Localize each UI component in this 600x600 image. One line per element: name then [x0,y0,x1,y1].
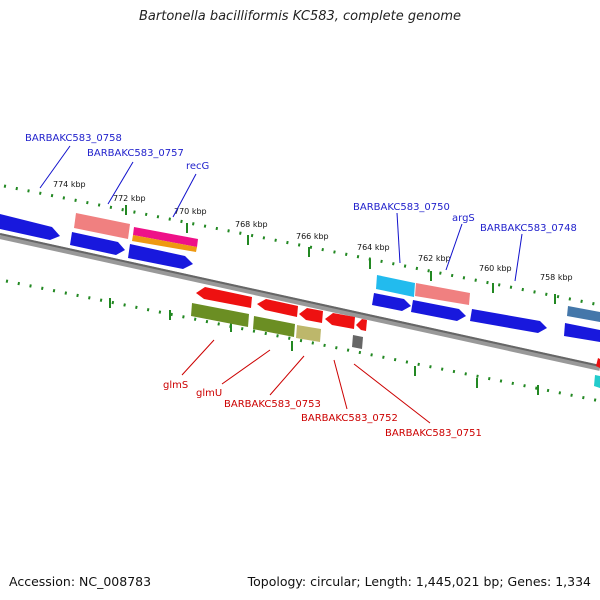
gene-label[interactable]: recG [186,161,209,172]
gene-feature[interactable] [564,323,600,342]
accession-text: Accession: NC_008783 [9,574,152,589]
lower-tick-track [5,279,600,403]
map-title: Bartonella bacilliformis KC583, complete… [139,9,461,24]
gene-feature[interactable] [196,287,252,308]
gene-feature[interactable] [356,319,367,331]
gene-label[interactable]: glmS [163,380,188,391]
kbp-label: 772 kbp [113,194,146,203]
gene-feature[interactable] [296,325,321,342]
gene-feature[interactable] [376,275,415,297]
gene-feature[interactable] [191,303,249,327]
gene-label[interactable]: BARBAKC583_0750 [353,202,450,213]
gene-feature[interactable] [567,306,600,322]
gene-label[interactable]: BARBAKC583_0757 [87,148,184,159]
kbp-label: 770 kbp [174,207,207,216]
genome-backbone [0,233,600,371]
bottom-gene-labels: glmS glmU BARBAKC583_0753 BARBAKC583_075… [163,380,482,439]
reverse-genes [191,287,600,388]
gene-label[interactable]: BARBAKC583_0752 [301,413,398,424]
kbp-label: 768 kbp [235,220,268,229]
top-gene-labels: BARBAKC583_0758 BARBAKC583_0757 recG BAR… [25,133,577,234]
gene-label[interactable]: glmU [196,388,222,399]
gene-feature[interactable] [470,309,547,333]
gene-label[interactable]: BARBAKC583_0748 [480,223,577,234]
gene-label[interactable]: BARBAKC583_0758 [25,133,122,144]
gene-feature[interactable] [0,214,60,240]
gene-label[interactable]: BARBAKC583_0753 [224,399,321,410]
gene-feature[interactable] [415,283,470,305]
gene-feature[interactable] [132,235,197,252]
kbp-label: 762 kbp [418,254,451,263]
gene-feature[interactable] [133,227,198,247]
gene-feature[interactable] [74,213,130,239]
gene-label[interactable]: argS [452,213,475,224]
bottom-leader-lines [181,339,431,424]
kbp-label: 758 kbp [540,273,573,282]
kbp-label: 774 kbp [53,180,86,189]
gene-feature[interactable] [257,299,298,317]
kbp-labels: 774 kbp 772 kbp 770 kbp 768 kbp 766 kbp … [53,180,573,282]
gene-feature[interactable] [253,316,295,337]
gene-feature[interactable] [70,232,125,255]
gene-feature[interactable] [411,300,466,321]
gene-feature[interactable] [596,358,600,368]
kbp-label: 760 kbp [479,264,512,273]
kbp-label: 766 kbp [296,232,329,241]
gene-feature[interactable] [372,293,411,311]
gene-feature[interactable] [128,244,193,269]
gene-feature[interactable] [299,308,323,323]
upper-major-ticks [125,205,556,304]
kbp-label: 764 kbp [357,243,390,252]
forward-genes [0,213,600,342]
gene-feature[interactable] [325,313,355,329]
lower-major-ticks [109,298,539,395]
top-leader-lines [39,145,523,282]
gene-feature[interactable] [352,335,363,349]
genome-summary-text: Topology: circular; Length: 1,445,021 bp… [247,574,591,589]
gene-feature[interactable] [594,375,600,388]
gene-label[interactable]: BARBAKC583_0751 [385,428,482,439]
